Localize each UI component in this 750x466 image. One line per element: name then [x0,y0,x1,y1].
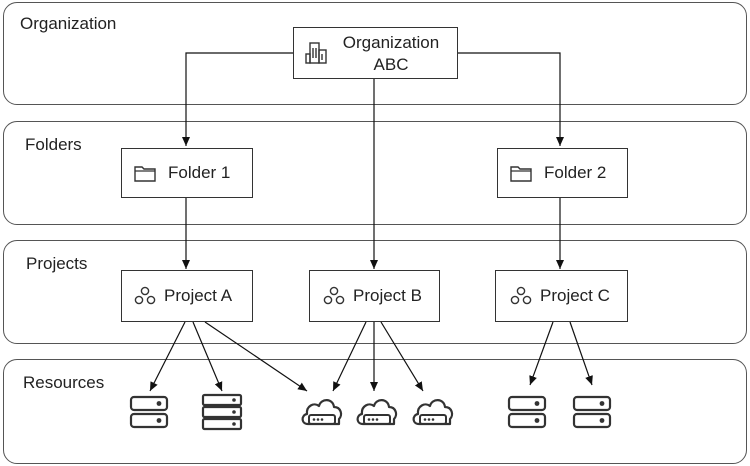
folder-icon [509,163,533,183]
folder-2-label: Folder 2 [544,163,607,182]
edge-org-folder2 [458,52,564,146]
cloud-storage-icon[interactable] [354,394,400,433]
project-b-label: Project B [353,286,422,305]
edge-projectC-res6 [529,321,554,386]
edge-org-folder1 [182,52,293,146]
edge-projectA-res1 [149,321,186,392]
server-icon[interactable] [507,395,547,434]
folder-1-node[interactable]: Folder 1 [121,148,253,198]
folder-1-label: Folder 1 [168,163,231,182]
edge-projectB-res3 [332,321,367,392]
project-c-label: Project C [540,286,610,305]
project-icon [323,286,345,306]
edge-projectA-res2 [192,321,223,392]
building-icon [303,40,329,66]
server-icon[interactable] [572,395,612,434]
organization-node-line2: ABC [373,55,409,74]
cloud-storage-icon[interactable] [299,394,345,433]
folders-layer-title: Folders [25,135,82,154]
folder-icon [133,163,157,183]
organization-layer-title: Organization [20,14,117,33]
project-a-node[interactable]: Project A [121,270,253,322]
resources-layer-title: Resources [23,373,105,392]
organization-node[interactable]: Organization ABC [293,27,458,79]
resources-layer [3,359,747,464]
server-icon[interactable] [129,395,169,434]
project-c-node[interactable]: Project C [495,270,628,322]
organization-node-line1: Organization [342,33,440,52]
folder-2-node[interactable]: Folder 2 [497,148,628,198]
projects-layer-title: Projects [26,254,88,273]
project-b-node[interactable]: Project B [309,270,440,322]
project-icon [134,286,156,306]
edge-projectB-res5 [380,321,424,392]
edge-projectC-res7 [569,321,593,386]
project-icon [510,286,532,306]
edge-projectA-res3 [204,321,308,392]
project-a-label: Project A [164,286,233,305]
cloud-storage-icon[interactable] [410,394,456,433]
server-rack-icon[interactable] [201,393,243,436]
